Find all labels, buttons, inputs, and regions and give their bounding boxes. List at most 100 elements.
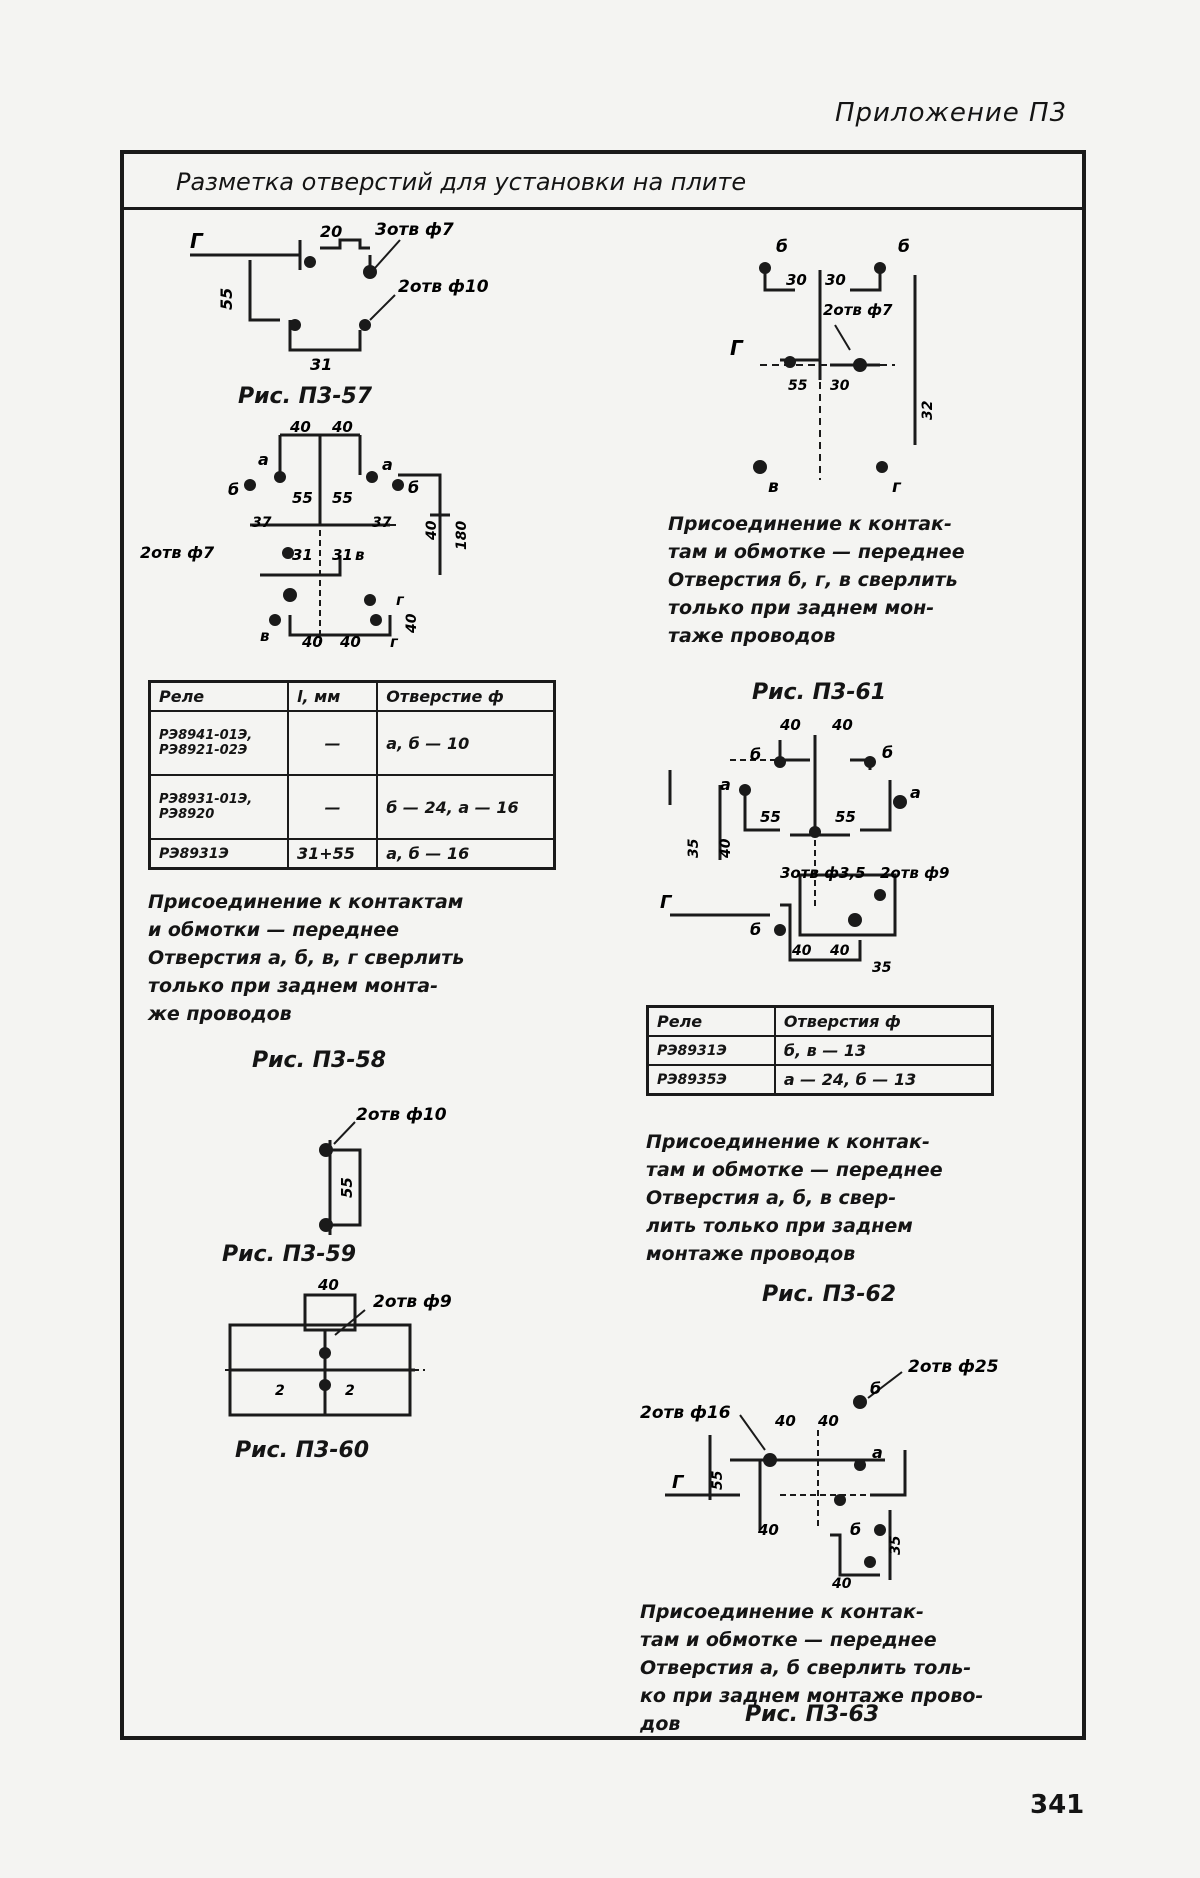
fig62-label: 35 (872, 960, 892, 976)
figure-p3-63-caption: Рис. П3-63 (745, 1702, 879, 1727)
fig62-label: 55 (835, 808, 856, 826)
note-line: Отверстия б, г, в сверлить (668, 566, 965, 594)
table-header: Реле (648, 1007, 775, 1037)
fig58-label: 55 (292, 489, 313, 507)
fig58-label: 55 (332, 489, 353, 507)
hole-mark (319, 1347, 331, 1359)
figure-p3-61-drawing: б б 30 30 2отв ф7 Г 55 30 32 в г (720, 230, 960, 500)
hole-mark (864, 756, 876, 768)
hole-mark (753, 460, 767, 474)
table-header: Реле (150, 682, 289, 712)
fig61-label: 55 (788, 378, 808, 394)
fig58-label: г (396, 591, 405, 609)
table-cell: 31+55 (288, 839, 377, 869)
hole-mark (774, 756, 786, 768)
fig58-label: 31 (332, 546, 353, 564)
fig58-label: 37 (252, 515, 272, 531)
figure-p3-63-drawing: 2отв ф25 б 2отв ф16 40 40 a Г 55 40 б 35… (640, 1350, 1020, 1590)
fig62-label: 40 (718, 838, 734, 859)
fig61-label: 30 (830, 378, 850, 394)
fig62-label-g: Г (660, 892, 673, 913)
hole-mark (853, 1395, 867, 1409)
table-header: Отверстия ф (775, 1007, 993, 1037)
fig57-label-holes-10: 2отв ф10 (398, 277, 489, 297)
hole-mark (809, 826, 821, 838)
figure-p3-62-drawing: 40 40 б б a a 55 55 35 40 3отв ф3,5 2отв… (650, 710, 1020, 980)
hole-mark (848, 913, 862, 927)
hole-mark (304, 256, 316, 268)
fig59-label-holes: 2отв ф10 (356, 1105, 447, 1125)
fig62-label: a (720, 775, 731, 794)
figure-p3-59-drawing: 2отв ф10 55 (300, 1100, 530, 1240)
fig62-label: 40 (829, 943, 850, 959)
figure-p3-59-caption: Рис. П3-59 (222, 1242, 356, 1267)
fig62-label: 40 (779, 716, 801, 734)
note-line: же проводов (148, 1000, 464, 1028)
hole-mark (876, 461, 888, 473)
fig62-label: 2отв ф9 (880, 864, 949, 882)
table2-note: Присоединение к контак- там и обмотке — … (646, 1128, 943, 1268)
fig61-label: б (898, 237, 910, 257)
hole-mark (274, 471, 286, 483)
table-cell: а, б — 10 (377, 711, 554, 775)
table-header: l, мм (288, 682, 377, 712)
table-cell: — (288, 711, 377, 775)
hole-mark (874, 889, 886, 901)
fig58-relay-table: Реле l, мм Отверстие ф РЭ8941-01Э, РЭ892… (148, 680, 556, 870)
figure-p3-60-drawing: 40 2отв ф9 2 2 (225, 1275, 525, 1435)
note-line: Присоединение к контактам (148, 888, 464, 916)
fig63-label: 40 (831, 1576, 852, 1590)
fig62-label: 40 (791, 943, 812, 959)
fig57-label-31: 31 (310, 355, 332, 374)
fig63-label-g: Г (672, 1472, 685, 1493)
fig62-label: 40 (831, 716, 853, 734)
fig57-label-g: Г (190, 229, 204, 253)
fig58-label: 2отв ф7 (140, 543, 215, 562)
fig63-label: 40 (757, 1521, 779, 1539)
hole-mark (283, 588, 297, 602)
fig62-label: a (910, 783, 921, 802)
page-number: 341 (1030, 1790, 1084, 1820)
hole-mark (834, 1494, 846, 1506)
fig62-label: б (882, 743, 893, 762)
fig58-label: 31 (292, 546, 313, 564)
fig58-label: 37 (372, 515, 392, 531)
table-header: Отверстие ф (377, 682, 554, 712)
fig63-label: 40 (774, 1412, 796, 1430)
hole-mark (319, 1143, 333, 1157)
table-cell: — (288, 775, 377, 839)
hole-mark (874, 262, 886, 274)
fig63-label-holes-25: 2отв ф25 (908, 1357, 999, 1377)
fig60-label-holes: 2отв ф9 (373, 1292, 452, 1312)
frame-title-bar: Разметка отверстий для установки на плит… (124, 154, 1082, 210)
table-cell: б, в — 13 (775, 1036, 993, 1065)
fig57-label-20: 20 (320, 222, 342, 241)
hole-mark (244, 479, 256, 491)
table-cell: РЭ8931Э (648, 1036, 775, 1065)
hole-mark (366, 471, 378, 483)
hole-mark (864, 1556, 876, 1568)
fig63-label: б (850, 1520, 861, 1539)
note-line: таже проводов (668, 622, 965, 650)
hole-mark (759, 262, 771, 274)
hole-mark (784, 356, 796, 368)
fig61-note: Присоединение к контак- там и обмотке — … (668, 510, 965, 650)
fig63-label: 40 (817, 1412, 839, 1430)
note-line: Отверстия а, б, в свер- (646, 1184, 943, 1212)
hole-mark (392, 479, 404, 491)
fig61-label: 32 (920, 401, 936, 420)
fig58-label: 40 (339, 633, 361, 651)
fig62-label: 55 (760, 808, 781, 826)
hole-mark (874, 1524, 886, 1536)
note-line: и обмотки — переднее (148, 916, 464, 944)
note-line: Отверстия а, б сверлить толь- (640, 1654, 983, 1682)
table-cell: а, б — 16 (377, 839, 554, 869)
figure-p3-60-caption: Рис. П3-60 (235, 1438, 369, 1463)
fig58-label: 40 (404, 613, 420, 634)
table-cell: б — 24, а — 16 (377, 775, 554, 839)
fig58-label: в (355, 546, 365, 564)
hole-mark (319, 1379, 331, 1391)
figure-p3-57-caption: Рис. П3-57 (238, 384, 372, 409)
table-cell: РЭ8941-01Э, РЭ8921-02Э (150, 711, 289, 775)
hole-mark (289, 319, 301, 331)
